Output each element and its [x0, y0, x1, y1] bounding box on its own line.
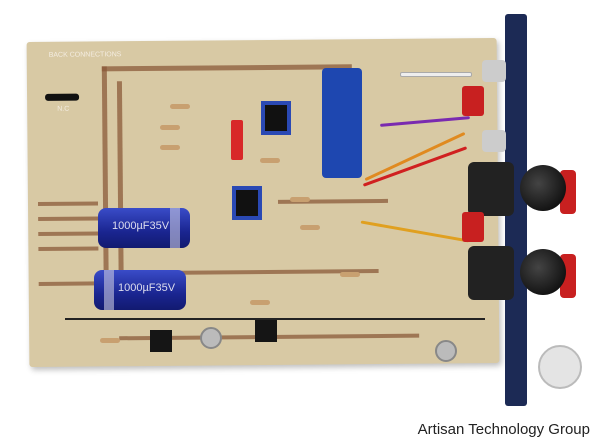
ic-chip [261, 101, 291, 135]
electrolytic-capacitor: 1000µF35V [98, 208, 190, 248]
resistor [260, 158, 280, 163]
trace [38, 281, 99, 286]
toggle-switch [462, 86, 484, 116]
blue-capacitor [322, 68, 362, 178]
resistor [100, 338, 120, 343]
trace [37, 201, 99, 206]
jack [482, 130, 506, 152]
knob [520, 165, 566, 211]
resistor [290, 197, 310, 202]
trace [38, 231, 99, 236]
panel-handle [538, 345, 582, 389]
trace [38, 246, 99, 251]
pcb-label-back-connections: BACK CONNECTIONS [48, 51, 122, 59]
resistor [300, 225, 320, 230]
red-capacitor [231, 120, 243, 160]
trace [101, 64, 352, 72]
jumper [45, 93, 80, 101]
resistor [170, 104, 190, 109]
trace [38, 216, 99, 221]
jack [482, 60, 506, 82]
ic-chip [232, 186, 262, 220]
resistor [250, 300, 270, 305]
potentiometer [468, 162, 514, 216]
wire [400, 72, 472, 77]
ground-wire [65, 318, 485, 320]
toggle-switch [462, 212, 484, 242]
trace [101, 66, 109, 297]
watermark: Artisan Technology Group [417, 421, 590, 438]
mounting-nut [200, 327, 222, 349]
resistor [340, 272, 360, 277]
trace [116, 81, 124, 292]
voltage-regulator [150, 330, 172, 352]
resistor [160, 125, 180, 130]
voltage-regulator [255, 320, 277, 342]
knob [520, 249, 566, 295]
mounting-nut [435, 340, 457, 362]
potentiometer [468, 246, 514, 300]
electrolytic-capacitor: 1000µF35V [94, 270, 186, 310]
pcb-label-nc: N.C [57, 105, 70, 113]
front-panel [505, 14, 527, 406]
resistor [160, 145, 180, 150]
